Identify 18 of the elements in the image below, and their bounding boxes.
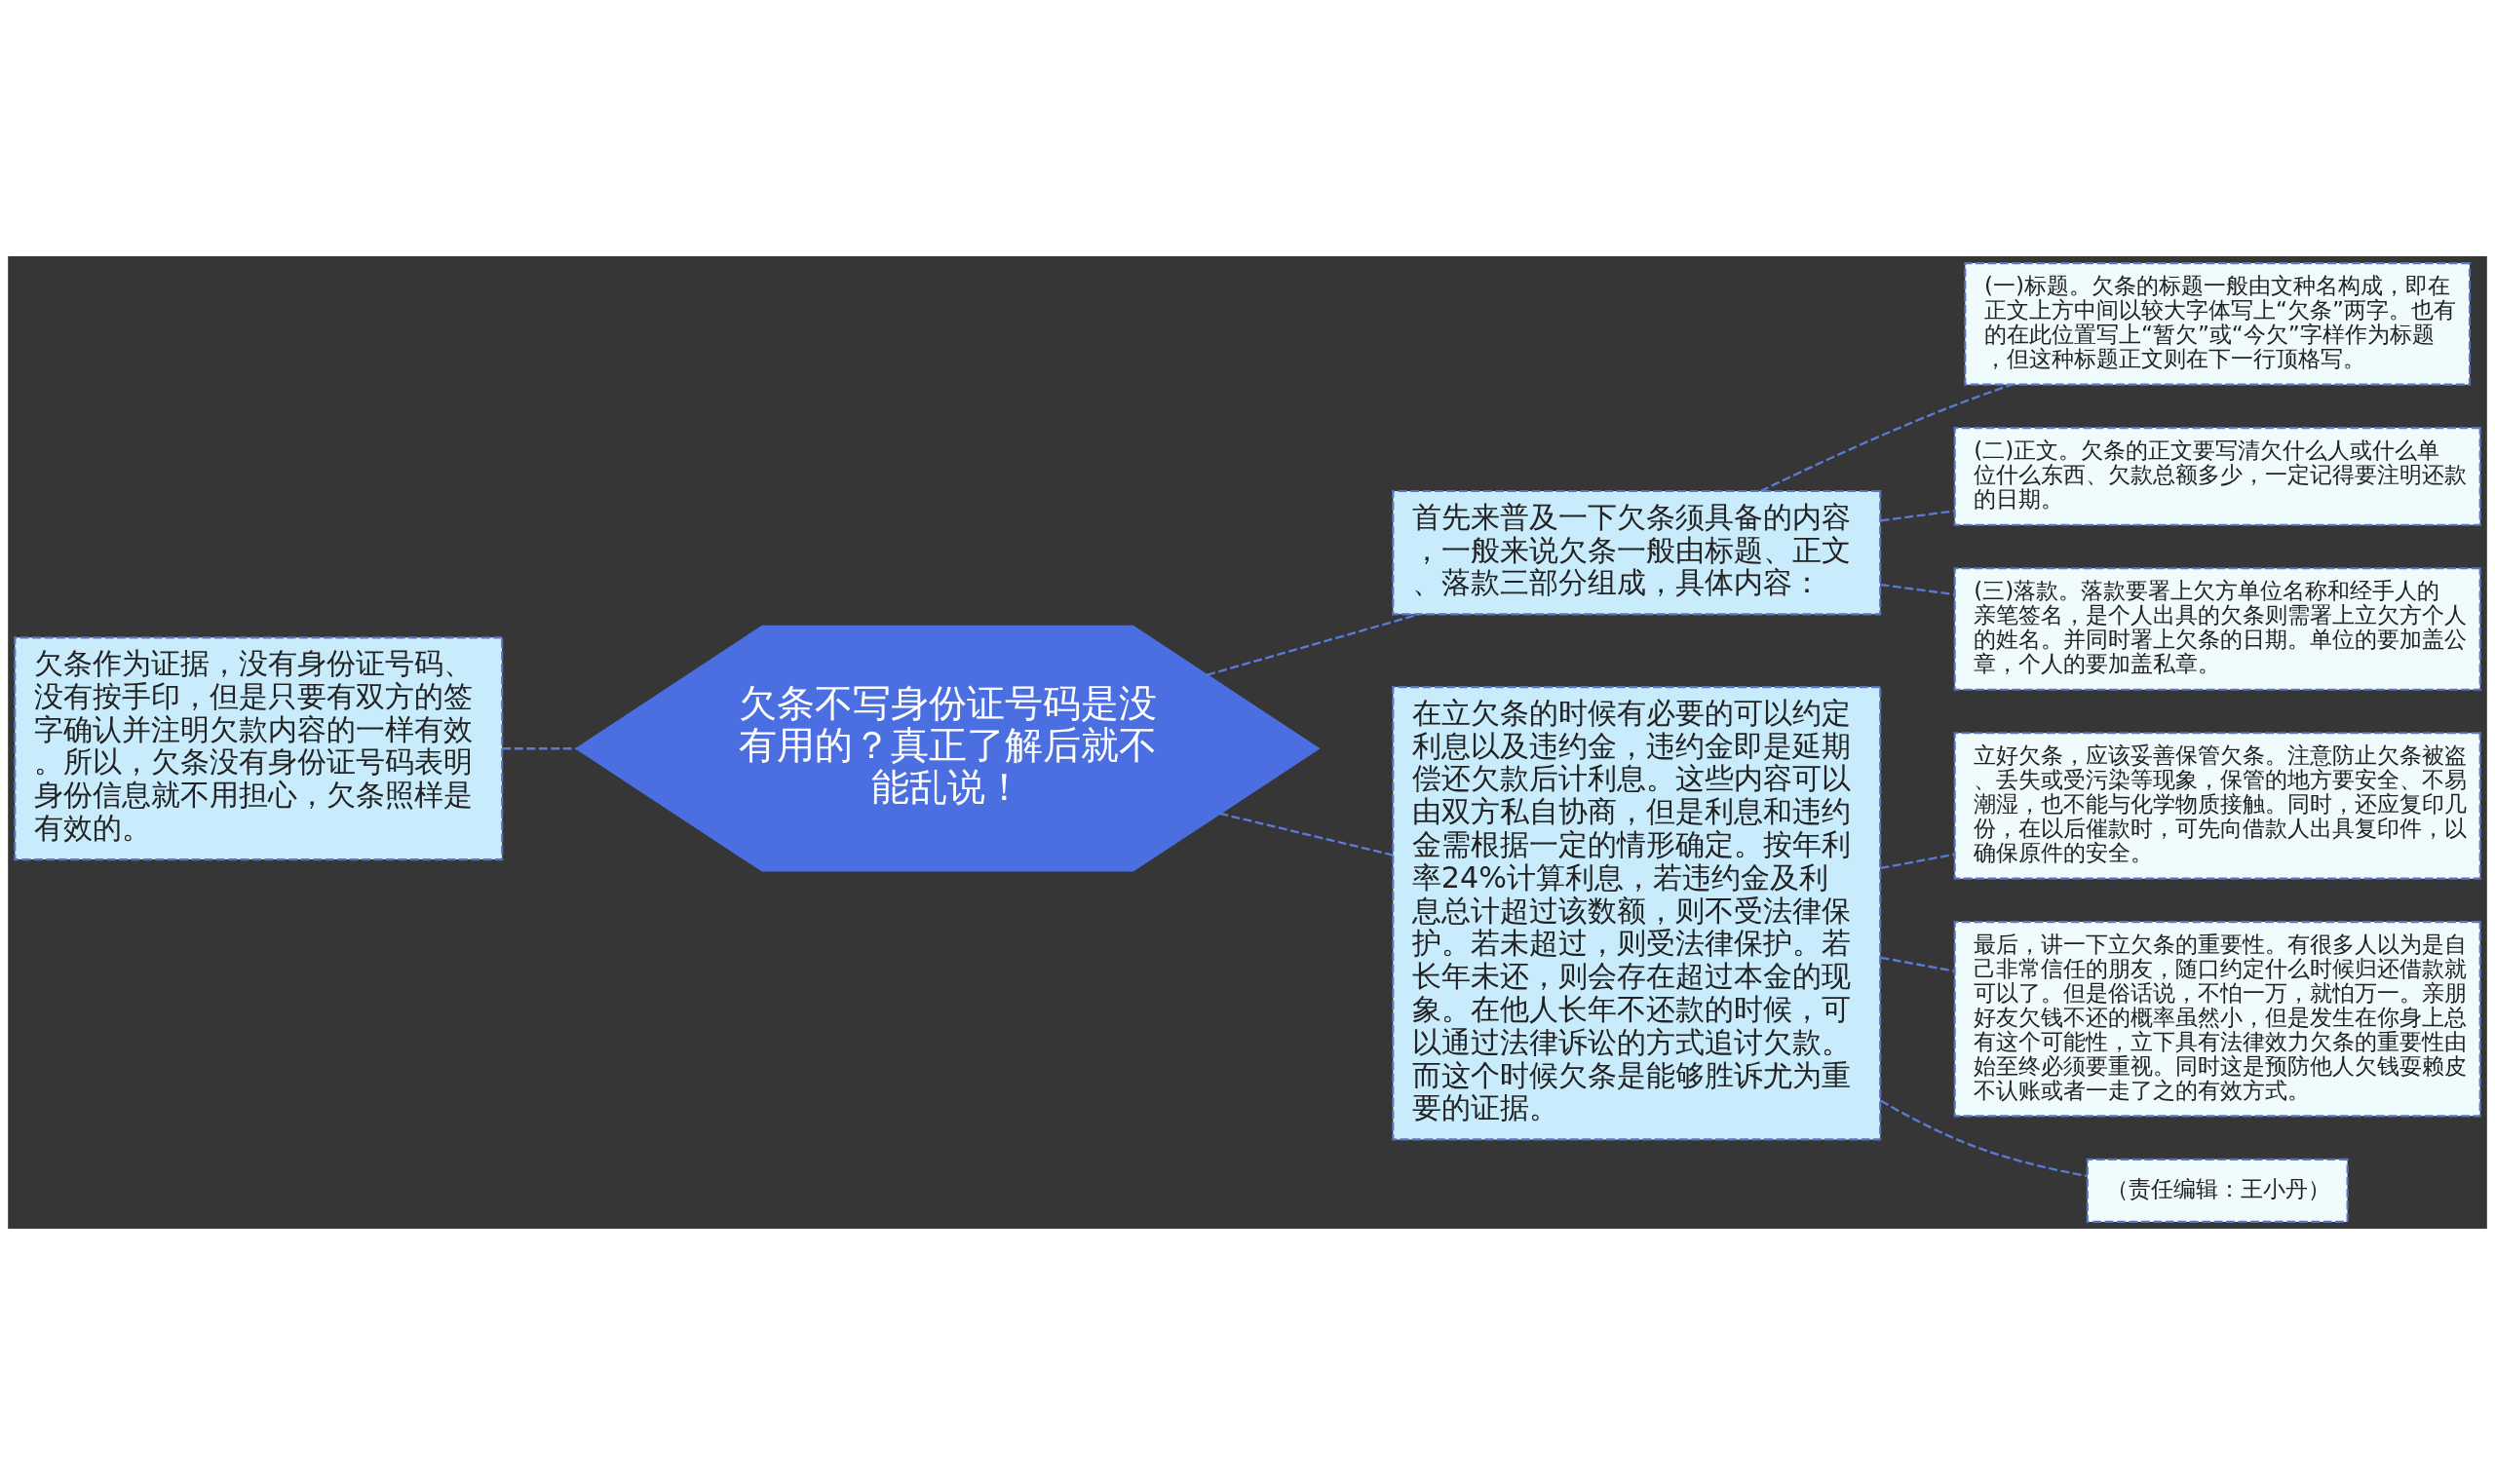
connector <box>1880 583 1955 595</box>
connector <box>502 746 577 749</box>
connector <box>1219 812 1394 856</box>
node-box: (三)落款。落款要署上欠方单位名称和经手人的亲笔签名，是个人出具的欠条则需署上立欠方个人的姓名。并同时署上欠条的日期。单位的要加盖公章，个人的要加盖私章。 <box>1953 566 2481 691</box>
node-box: 最后，讲一下立欠条的重要性。有很多人以为是自己非常信任的朋友，随口约定什么时候归还借款就可以了。但是俗话说，不怕一万，就怕万一。亲朋好友欠钱不还的概率虽然小，但是发生在你身上总有这个可能性，立下具有法律效力欠条的重要性由始至终必须要重视。同时这是预防他人欠钱耍赖皮不认账或者一走了之的有效方式。 <box>1953 920 2481 1117</box>
node-box: 欠条作为证据，没有身份证号码、没有按手印，但是只要有双方的签字确认并注明欠款内容的一样有效。所以，欠条没有身份证号码表明身份信息就不用担心，欠条照样是有效的。 <box>14 635 504 860</box>
connector <box>1880 1099 2088 1177</box>
connector <box>1880 853 1955 869</box>
node-box: 在立欠条的时候有必要的可以约定利息以及违约金，违约金即是延期偿还欠款后计利息。这些内容可以由双方私自协商，但是利息和违约金需根据一定的情形确定。按年利率24%计算利息，若违约金及利息总计超过该数额，则不受法律保护。若未超过，则受法律保护。若长年未还，则会存在超过本金的现象。在他人长年不还款的时候，可以通过法律诉讼的方式追讨欠款。而这个时候欠条是能够胜诉尤为重要的证据。 <box>1392 685 1882 1140</box>
connector <box>1207 612 1420 676</box>
connector <box>1760 383 2013 492</box>
node-box: 立好欠条，应该妥善保管欠条。注意防止欠条被盗、丢失或受污染等现象，保管的地方要安全、不易潮湿，也不能与化学物质接触。同时，还应复印几份，在以后催款时，可先向借款人出具复印件，以确保原件的安全。 <box>1953 731 2481 880</box>
connector <box>1880 956 1955 972</box>
node-box: （责任编辑：王小丹） <box>2086 1158 2349 1223</box>
connector <box>1880 509 1955 521</box>
node-box: (一)标题。欠条的标题一般由文种名构成，即在正文上方中间以较大字体写上“欠条”两字。也有的在此位置写上“暂欠”或“今欠”字样作为标题，但这种标题正文则在下一行顶格写。 <box>1964 261 2472 386</box>
node-box: 首先来普及一下欠条须具备的内容，一般来说欠条一般由标题、正文、落款三部分组成，具体内容： <box>1392 489 1882 615</box>
node-box: (二)正文。欠条的正文要写清欠什么人或什么单位什么东西、欠款总额多少，一定记得要注明还款的日期。 <box>1953 426 2481 526</box>
